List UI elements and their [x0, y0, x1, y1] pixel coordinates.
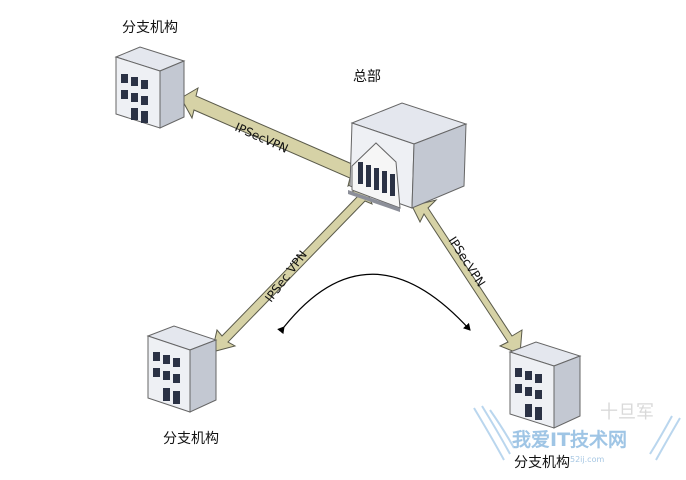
vpn-link-bottom-right	[411, 199, 523, 355]
watermark-logo: 十旦军 我爱IT技术网 52ij.com	[473, 402, 681, 464]
branch-label-top-left: 分支机构	[122, 20, 178, 36]
vpn-label-bottom-left: IPSec VPN	[262, 248, 310, 305]
watermark-top-text: 十旦军	[600, 402, 654, 423]
branch-label-bottom-right: 分支机构	[514, 455, 570, 471]
branch-label-bottom-left: 分支机构	[163, 431, 219, 447]
vpn-label-bottom-right: IPSecVPN	[445, 234, 488, 289]
watermark-main-text: 我爱IT技术网	[512, 428, 627, 451]
branch-building-top-left-icon	[114, 46, 186, 129]
hq-building-icon	[348, 102, 468, 212]
branch-building-bottom-right-icon	[508, 341, 582, 429]
branch-building-bottom-left-icon	[146, 325, 218, 413]
hq-label: 总部	[353, 69, 381, 85]
watermark-url-text: 52ij.com	[570, 455, 604, 464]
curved-double-arrow	[277, 273, 471, 335]
wing-icon	[473, 405, 681, 461]
